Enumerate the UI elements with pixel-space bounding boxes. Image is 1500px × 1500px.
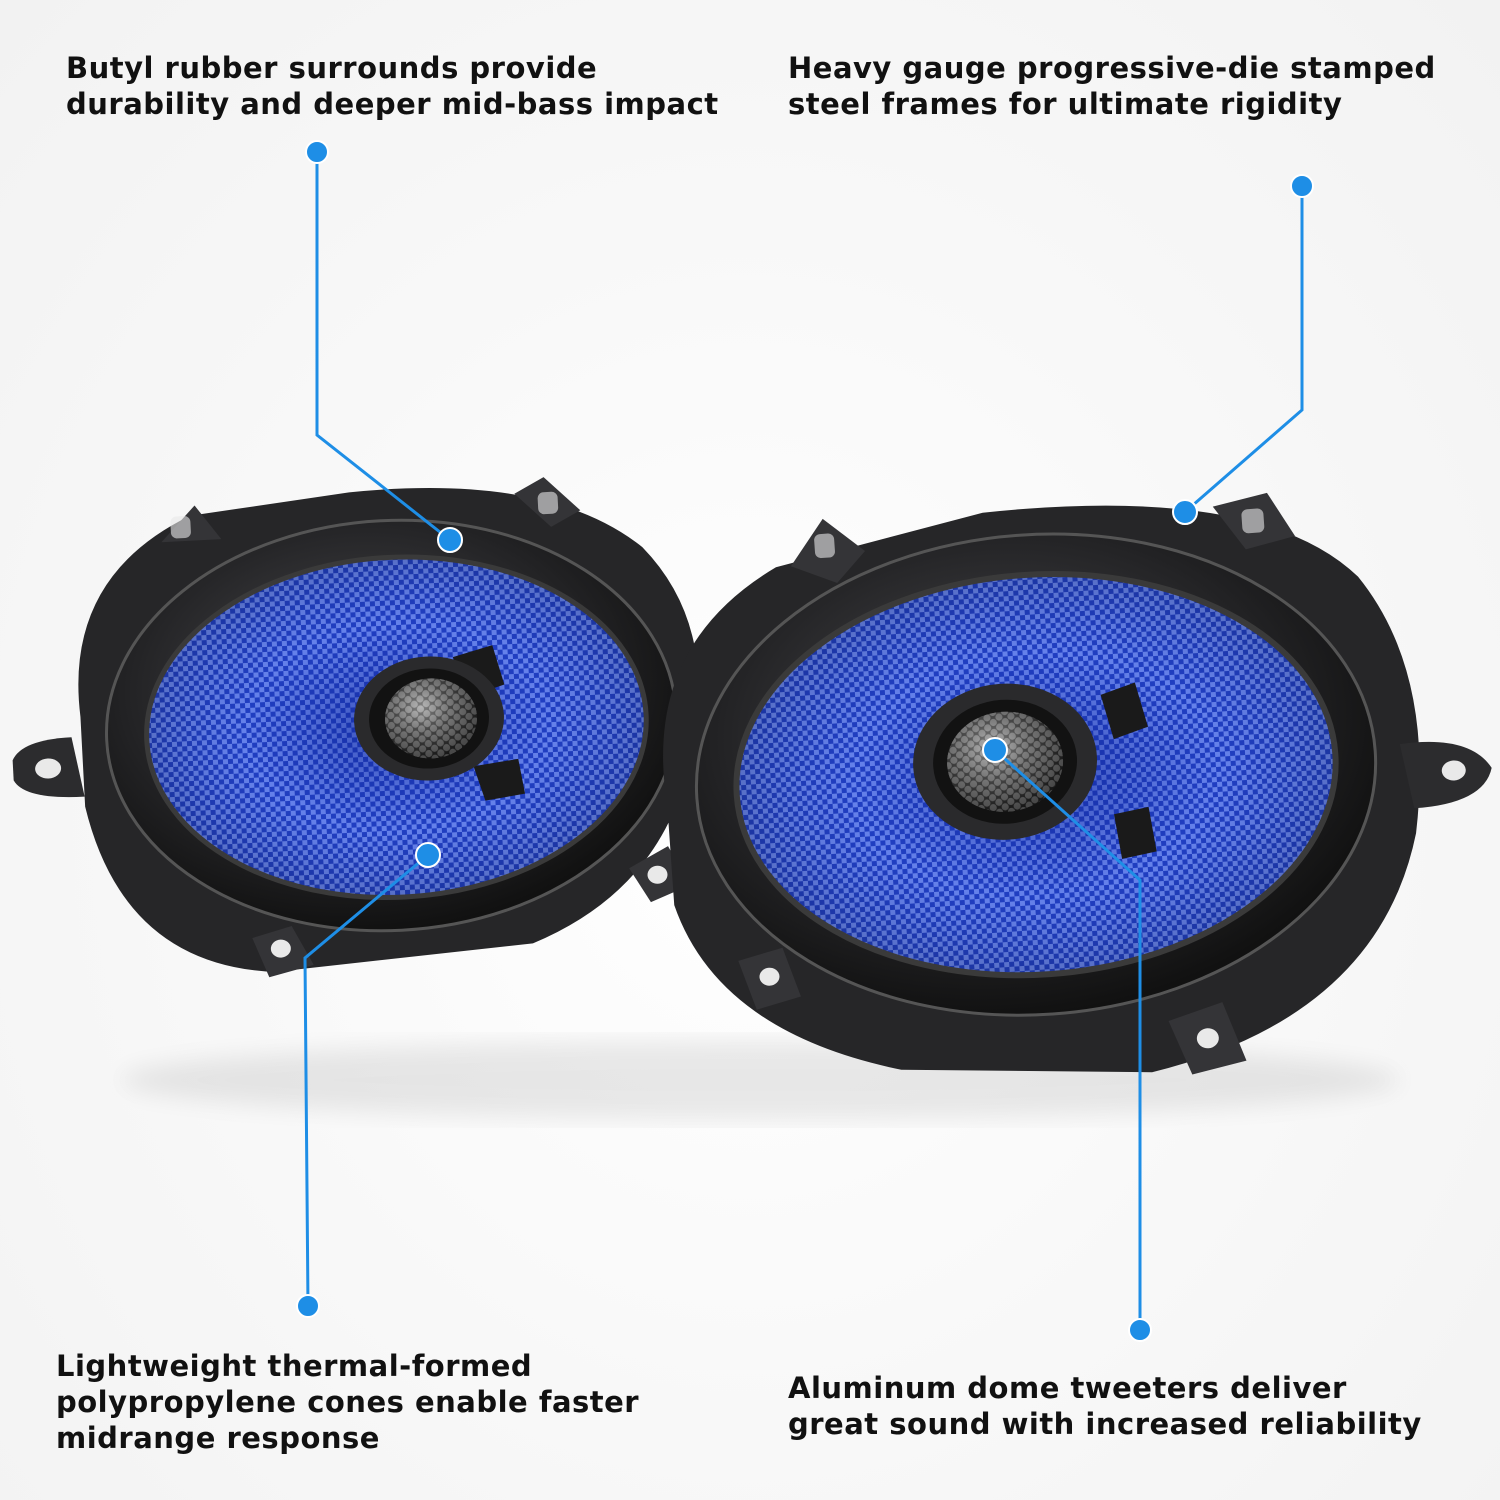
right-speaker xyxy=(663,492,1492,1075)
left-speaker xyxy=(12,477,699,978)
caption-line: Butyl rubber surrounds provide xyxy=(66,51,598,85)
caption-line: Aluminum dome tweeters deliver xyxy=(788,1371,1347,1405)
callout-text-polypropylene-cones: Lightweight thermal-formed polypropylene… xyxy=(56,1348,639,1456)
callout-dot-cone-target xyxy=(415,842,441,868)
callout-line-tweeter xyxy=(993,748,1142,1330)
caption-line: steel frames for ultimate rigidity xyxy=(788,87,1343,121)
left-tweeter xyxy=(354,645,526,801)
caption-line: Heavy gauge progressive-die stamped xyxy=(788,51,1436,85)
callout-text-butyl-surrounds: Butyl rubber surrounds provide durabilit… xyxy=(66,50,719,122)
callout-dot-surround-top xyxy=(305,140,329,164)
callout-text-steel-frames: Heavy gauge progressive-die stamped stee… xyxy=(788,50,1436,122)
caption-line: midrange response xyxy=(56,1421,380,1455)
callout-dot-surround-target xyxy=(437,527,463,553)
callout-dots xyxy=(296,140,1314,1342)
caption-line: durability and deeper mid-bass impact xyxy=(66,87,719,121)
callout-line-cone xyxy=(303,853,429,1307)
caption-line: great sound with increased reliability xyxy=(788,1407,1422,1441)
callout-dot-tweeter-bottom xyxy=(1128,1318,1152,1342)
callout-dot-cone-bottom xyxy=(296,1294,320,1318)
callout-dot-frame-top xyxy=(1290,174,1314,198)
callout-line-surround xyxy=(315,152,451,542)
callout-line-frame xyxy=(1184,186,1304,514)
callout-dot-tweeter-target xyxy=(982,737,1008,763)
caption-line: polypropylene cones enable faster xyxy=(56,1385,640,1419)
callout-text-aluminum-tweeters: Aluminum dome tweeters deliver great sou… xyxy=(788,1370,1422,1442)
callout-dot-frame-target xyxy=(1172,499,1198,525)
callout-lines xyxy=(303,152,1304,1330)
caption-line: Lightweight thermal-formed xyxy=(56,1349,533,1383)
